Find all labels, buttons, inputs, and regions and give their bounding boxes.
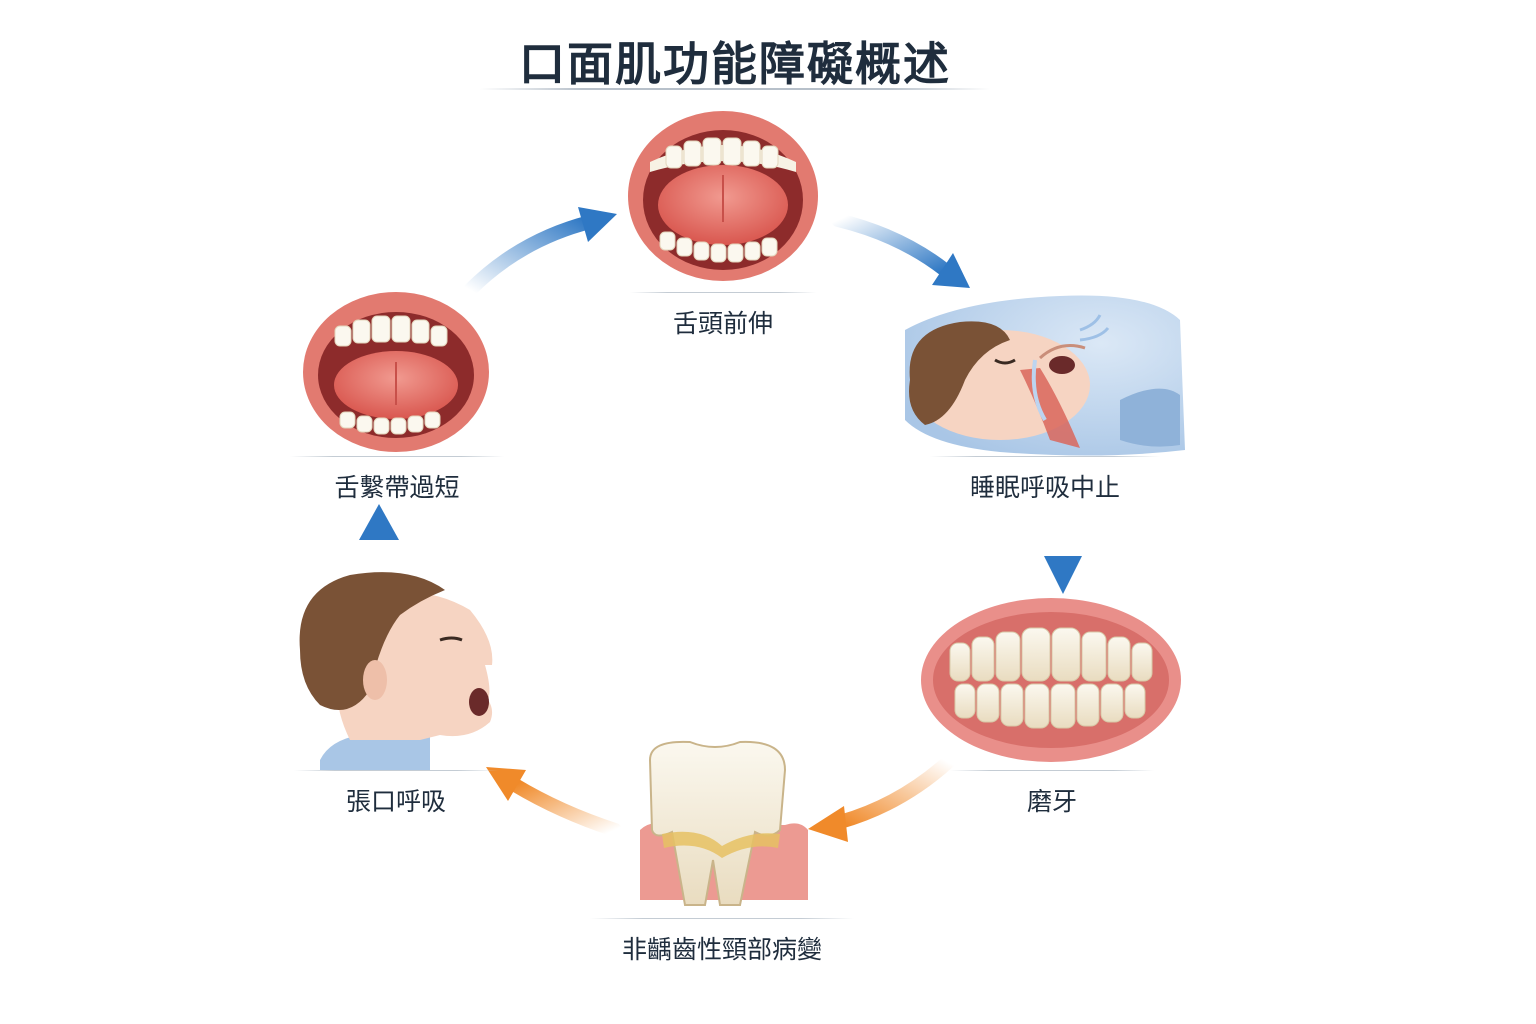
page-title: 口面肌功能障礙概述 xyxy=(519,37,951,91)
arrow-tongue-thrust-to-sleep-apnea xyxy=(831,213,970,288)
label-tongue-thrust: 舌頭前伸 xyxy=(630,292,816,340)
tooth-cervical-lesion-icon xyxy=(640,740,808,906)
sleeping-person-icon xyxy=(905,295,1185,456)
child-mouth-breathing-icon xyxy=(299,572,493,770)
arrow-sleep-apnea-to-bruxism xyxy=(1044,505,1082,594)
arrow-tongue-tie-to-tongue-thrust xyxy=(463,207,617,297)
tongue-tie-mouth-icon xyxy=(303,292,489,452)
arrow-lesion-to-mouth-breathing xyxy=(486,767,622,837)
label-mouth-breathing: 張口呼吸 xyxy=(294,770,498,818)
arrow-bruxism-to-lesion xyxy=(808,755,955,842)
label-tongue-tie: 舌繫帶過短 xyxy=(290,456,504,504)
label-sleep-apnea: 睡眠呼吸中止 xyxy=(930,456,1160,504)
title-divider xyxy=(480,88,990,90)
open-mouth-tongue-icon xyxy=(628,111,818,281)
clenched-teeth-icon xyxy=(921,598,1181,762)
label-bruxism: 磨牙 xyxy=(950,770,1154,818)
label-cervical-lesion: 非齲齒性頸部病變 xyxy=(590,918,854,966)
arrow-mouth-breathing-to-tongue-tie xyxy=(359,504,399,575)
